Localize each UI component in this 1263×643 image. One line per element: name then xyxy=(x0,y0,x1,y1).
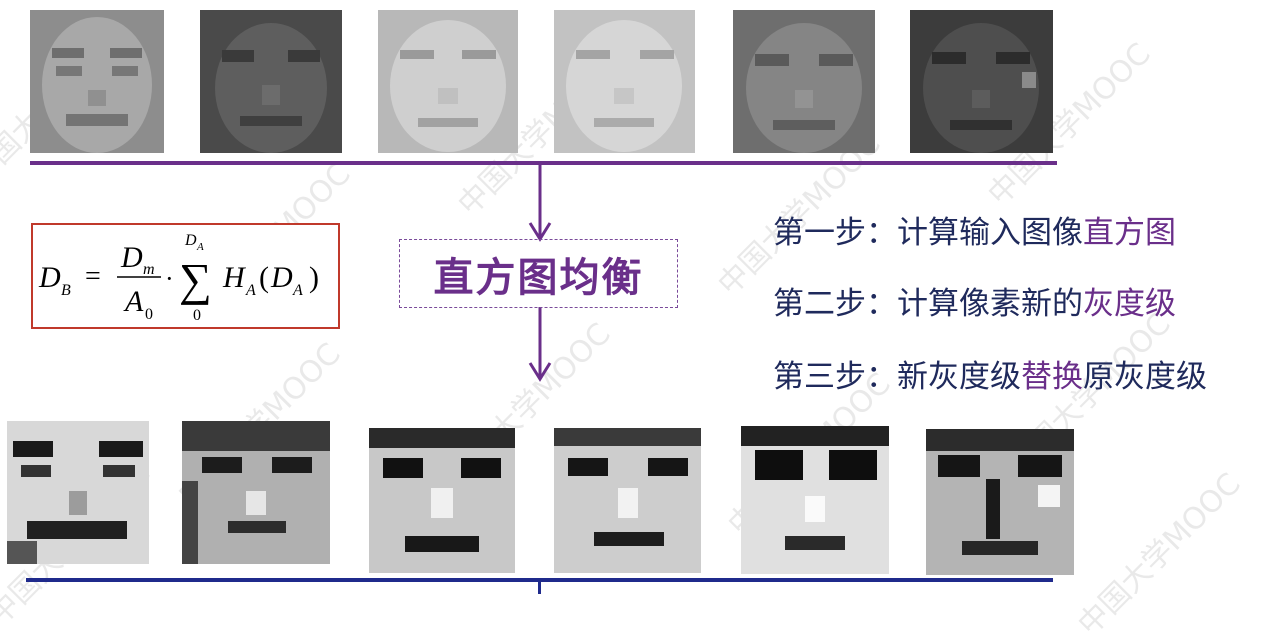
formula-numerator-sub: m xyxy=(143,261,155,278)
histogram-equalization-formula: D B = D m A 0 · D A ∑ 0 H A ( D A ) xyxy=(38,232,319,324)
step-3-highlight: 替换 xyxy=(1021,359,1083,395)
formula-denominator-sub: 0 xyxy=(145,306,153,323)
formula-denominator: A xyxy=(123,285,144,318)
equalized-face-image xyxy=(7,421,149,564)
step-3-text: 第三步：新灰度级 xyxy=(773,359,1021,395)
equalized-face-image xyxy=(182,421,330,564)
step-2-highlight: 灰度级 xyxy=(1083,286,1176,322)
formula-dot: · xyxy=(165,264,174,293)
step-2-text: 第二步：计算像素新的 xyxy=(773,286,1083,322)
formula-lhs-sub: B xyxy=(61,282,71,299)
equalized-face-image xyxy=(741,426,889,574)
original-face-image xyxy=(554,10,695,153)
equalized-face-image xyxy=(554,428,701,573)
equalized-face-image xyxy=(369,428,515,573)
formula-box: D B = D m A 0 · D A ∑ 0 H A ( D A ) xyxy=(31,223,340,329)
down-arrow-icon xyxy=(528,163,552,242)
formula-arg-sub: A xyxy=(292,282,303,299)
formula-arg: D xyxy=(270,261,293,294)
bottom-separator-line xyxy=(26,578,1053,582)
step-1-highlight: 直方图 xyxy=(1083,215,1176,251)
sum-upper-limit-sub: A xyxy=(196,241,204,253)
watermark-text: 中国大学MOOC xyxy=(1071,466,1248,643)
sum-symbol: ∑ xyxy=(179,254,212,305)
step-2: 第二步：计算像素新的灰度级 xyxy=(773,278,1176,323)
equalized-face-image xyxy=(926,429,1074,575)
down-arrow-icon xyxy=(528,307,552,382)
step-3-suffix: 原灰度级 xyxy=(1083,359,1207,395)
formula-h-sub: A xyxy=(245,282,256,299)
formula-close-paren: ) xyxy=(309,261,319,294)
histogram-equalization-label: 直方图均衡 xyxy=(433,254,644,301)
bottom-connector-line xyxy=(538,582,541,594)
original-face-image xyxy=(30,10,164,153)
step-3: 第三步：新灰度级替换原灰度级 xyxy=(773,351,1207,396)
formula-equals: = xyxy=(85,261,101,292)
formula-open-paren: ( xyxy=(259,261,269,294)
formula-lhs: D xyxy=(38,261,61,294)
original-face-image xyxy=(733,10,875,153)
histogram-equalization-box: 直方图均衡 xyxy=(399,239,678,308)
sum-upper-limit: D xyxy=(184,232,197,249)
step-1: 第一步：计算输入图像直方图 xyxy=(773,207,1176,252)
original-face-image xyxy=(910,10,1053,153)
formula-h: H xyxy=(222,261,247,294)
step-1-text: 第一步：计算输入图像 xyxy=(773,215,1083,251)
sum-lower-limit: 0 xyxy=(193,307,201,324)
original-face-image xyxy=(200,10,342,153)
formula-numerator: D xyxy=(120,241,143,274)
original-face-image xyxy=(378,10,518,153)
top-separator-line xyxy=(30,161,1057,165)
